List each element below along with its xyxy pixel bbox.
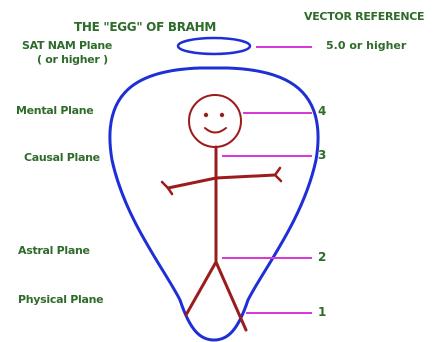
vector-pointers <box>222 46 312 314</box>
vector-value-3: 3 <box>318 148 327 162</box>
label-astral-plane: Astral Plane <box>18 244 90 257</box>
label-sat-nam-plane: SAT NAM Plane <box>22 39 113 52</box>
vector-value-4: 4 <box>318 104 327 118</box>
vector-reference-heading: VECTOR REFERENCE <box>304 10 425 23</box>
vector-value-2: 2 <box>318 250 327 264</box>
stick-figure <box>160 94 283 332</box>
figure-head <box>188 94 242 148</box>
label-physical-plane: Physical Plane <box>18 293 104 306</box>
halo-ellipse <box>176 36 252 56</box>
egg-outline <box>108 66 320 342</box>
vector-value-1: 1 <box>318 305 327 319</box>
figure-arms <box>166 173 277 190</box>
figure-legs <box>184 258 248 332</box>
label-sat-nam-note: ( or higher ) <box>37 53 108 66</box>
vector-value-top: 5.0 or higher <box>326 39 407 52</box>
label-mental-plane: Mental Plane <box>16 104 94 117</box>
label-causal-plane: Causal Plane <box>24 151 100 164</box>
diagram-title: THE "EGG" OF BRAHM <box>74 20 217 34</box>
